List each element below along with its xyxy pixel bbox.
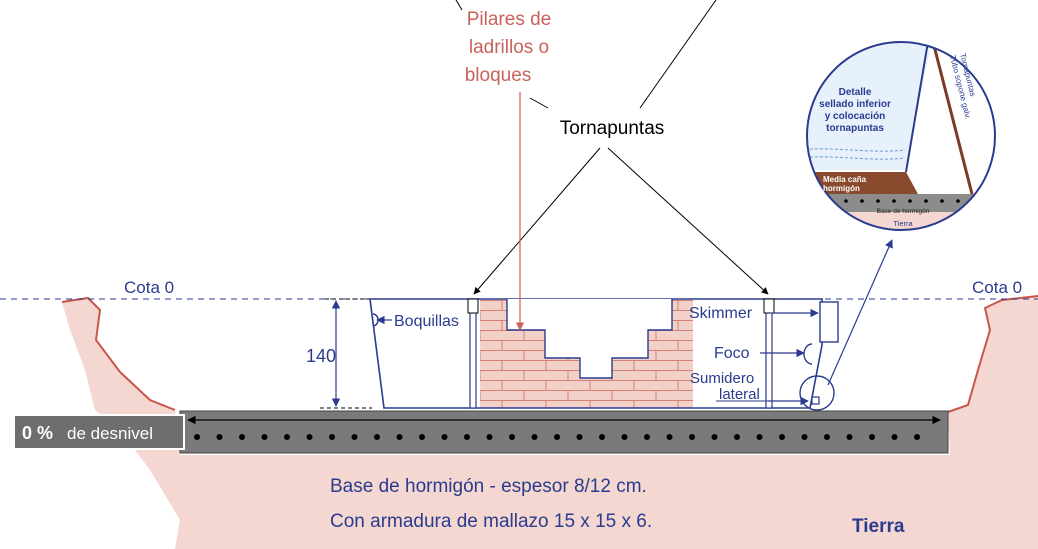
detail-title-4: tornapuntas <box>826 123 884 134</box>
rebar-dot-icon <box>734 434 740 440</box>
left-post-cap <box>467 298 479 314</box>
detail-tierra-label: Tierra <box>893 219 913 228</box>
tornapuntas-line-up-right <box>639 0 717 109</box>
tornapuntas-arrow-left <box>473 147 601 295</box>
rebar-dot-icon <box>756 434 763 440</box>
slope-bold: 0 % <box>22 423 53 443</box>
detail-rebar-dot-icon <box>924 199 928 203</box>
pillars-label-1: Pilares de <box>467 9 552 30</box>
sumidero-label-2: lateral <box>719 386 760 403</box>
detail-rebar-dot-icon <box>876 199 880 203</box>
pool-bench <box>506 299 673 379</box>
rebar-dot-icon <box>441 434 448 440</box>
slope-badge <box>13 414 185 450</box>
rebar-dot-icon <box>621 434 628 440</box>
skimmer-label: Skimmer <box>689 305 753 322</box>
tornapuntas-line-up-left <box>529 97 549 109</box>
rebar-dot-icon <box>599 434 605 440</box>
detail-rebar-dot-icon <box>940 199 944 203</box>
rebar-dot-icon <box>779 434 785 440</box>
detail-title-2: sellado inferior <box>819 99 891 110</box>
rebar-dot-icon <box>239 434 245 440</box>
sumidero-label-1: Sumidero <box>690 370 754 387</box>
rebar-dot-icon <box>194 434 200 440</box>
rebar-dot-icon <box>644 434 650 440</box>
tornapuntas-arrow-right <box>607 147 769 295</box>
rebar-dot-icon <box>261 434 268 440</box>
detail-rebar-dot-icon <box>956 199 960 203</box>
rebar-dot-icon <box>666 434 673 440</box>
detail-rebar-dot-icon <box>860 199 864 203</box>
sumidero-drain <box>811 396 820 405</box>
rebar-dot-icon <box>846 434 853 440</box>
detail-rebar-dot-icon <box>908 199 912 203</box>
pillars-label-2: ladrillos o <box>469 37 549 58</box>
rebar-dot-icon <box>531 434 538 440</box>
rebar-dot-icon <box>576 434 583 440</box>
rebar-dot-icon <box>351 434 358 440</box>
rebar-dot-icon <box>284 434 290 440</box>
rebar-dot-icon <box>554 434 560 440</box>
detail-title-3: y colocación <box>825 111 886 122</box>
pillars-label-3: bloques <box>465 65 532 86</box>
boquillas-label: Boquillas <box>394 313 459 330</box>
earth-edge-left <box>61 296 176 411</box>
rebar-dot-icon <box>374 434 380 440</box>
height-label: 140 <box>306 346 336 366</box>
rebar-dot-icon <box>914 434 920 440</box>
rebar-dot-icon <box>329 434 335 440</box>
right-post <box>765 299 773 409</box>
tornapuntas-label: Tornapuntas <box>560 118 665 139</box>
detail-rebar-dot-icon <box>844 199 848 203</box>
earth-edge-right <box>947 295 1038 413</box>
detail-magnifier-icon <box>799 375 835 411</box>
rebar-dot-icon <box>306 434 313 440</box>
rebar-dot-icon <box>891 434 898 440</box>
rebar-dot-icon <box>711 434 718 440</box>
base-description-2: Con armadura de mallazo 15 x 15 x 6. <box>330 511 652 532</box>
detail-connector-arrow <box>827 239 893 386</box>
rebar-dot-icon <box>396 434 403 440</box>
detail-title-1: Detalle <box>839 87 872 98</box>
rebar-dot-icon <box>869 434 875 440</box>
detail-rebar-dots <box>844 199 960 203</box>
earth-ground <box>62 296 1038 549</box>
base-description-1: Base de hormigón - espesor 8/12 cm. <box>330 476 647 497</box>
rebar-dot-icon <box>216 434 223 440</box>
rebar-dots <box>194 434 920 440</box>
skimmer-box <box>819 301 839 343</box>
left-post <box>469 299 477 409</box>
tornapuntas-line-top-left <box>455 0 463 11</box>
cota-left-label: Cota 0 <box>124 278 174 297</box>
rebar-dot-icon <box>509 434 515 440</box>
slope-text: de desnivel <box>67 424 153 443</box>
detail-base-label: Base de hormigón <box>877 208 930 215</box>
detail-media-cana-1: Media caña <box>823 175 867 184</box>
rebar-dot-icon <box>801 434 808 440</box>
rebar-dot-icon <box>419 434 425 440</box>
rebar-dot-icon <box>486 434 493 440</box>
rebar-dot-icon <box>464 434 470 440</box>
rebar-dot-icon <box>824 434 830 440</box>
right-post-cap <box>763 298 775 314</box>
rebar-dot-icon <box>689 434 695 440</box>
detail-rebar-dot-icon <box>892 199 896 203</box>
cota-right-label: Cota 0 <box>972 278 1022 297</box>
concrete-slab <box>179 410 949 454</box>
detail-media-cana-2: hormigón <box>823 184 860 193</box>
tierra-label: Tierra <box>852 516 905 537</box>
foco-label: Foco <box>714 345 750 362</box>
